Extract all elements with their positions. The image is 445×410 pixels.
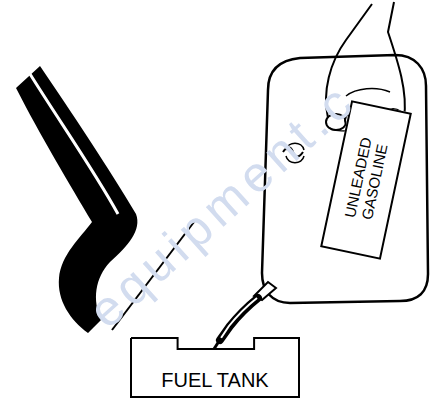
tank-label: FUEL TANK: [161, 369, 268, 392]
fuel-tank-box: FUEL TANK: [130, 337, 300, 398]
tank-border: [131, 338, 299, 397]
label-text: UNLEADED GASOLINE: [341, 137, 391, 222]
fuel-hose: [214, 298, 258, 349]
